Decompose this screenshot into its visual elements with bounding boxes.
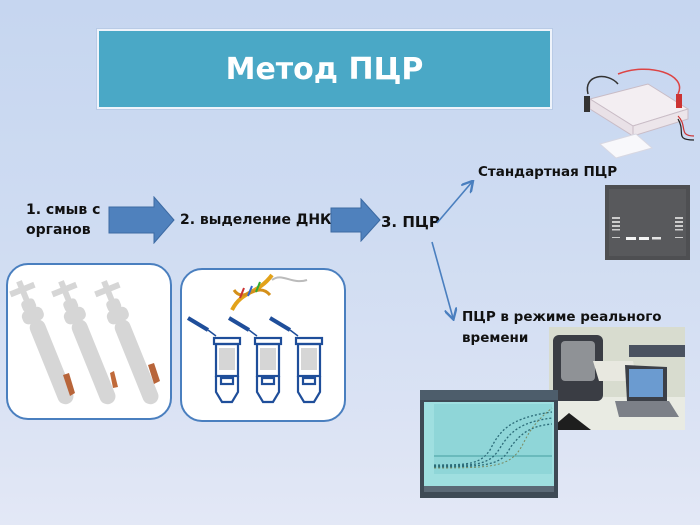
flow-arrow-1-icon	[108, 196, 175, 244]
arrow-to-realtime-pcr-icon	[431, 241, 453, 318]
dna-extraction-panel	[180, 268, 346, 422]
step-1-line-1: 1. смыв с	[26, 202, 101, 218]
title-banner: Метод ПЦР	[97, 29, 552, 109]
swab-tubes-icon	[9, 280, 160, 405]
page-title: Метод ПЦР	[225, 51, 424, 87]
gel-image	[605, 185, 690, 260]
arrow-to-standard-pcr-icon	[436, 182, 472, 224]
step-1-line-2: органов	[26, 222, 91, 238]
branch-arrows	[431, 180, 510, 330]
flow-arrow-2-icon	[330, 198, 381, 242]
realtime-pcr-instrument-image	[549, 327, 685, 430]
amplification-plot-image	[420, 390, 558, 498]
step-2-label: 2. выделение ДНК	[180, 212, 332, 228]
step-1-label: 1. смыв с органов	[26, 200, 100, 240]
realtime-pcr-label: ПЦР в режиме реального времени	[462, 307, 662, 349]
electrophoresis-apparatus-image	[584, 68, 695, 159]
dna-extraction-icon	[186, 273, 324, 404]
swab-tubes-panel	[6, 263, 172, 420]
dna-helix-icon	[230, 273, 308, 311]
realtime-pcr-line-2: времени	[462, 330, 529, 346]
standard-pcr-label: Стандартная ПЦР	[478, 164, 618, 180]
realtime-pcr-line-1: ПЦР в режиме реального	[462, 309, 662, 325]
step-3-label: 3. ПЦР	[381, 213, 440, 231]
